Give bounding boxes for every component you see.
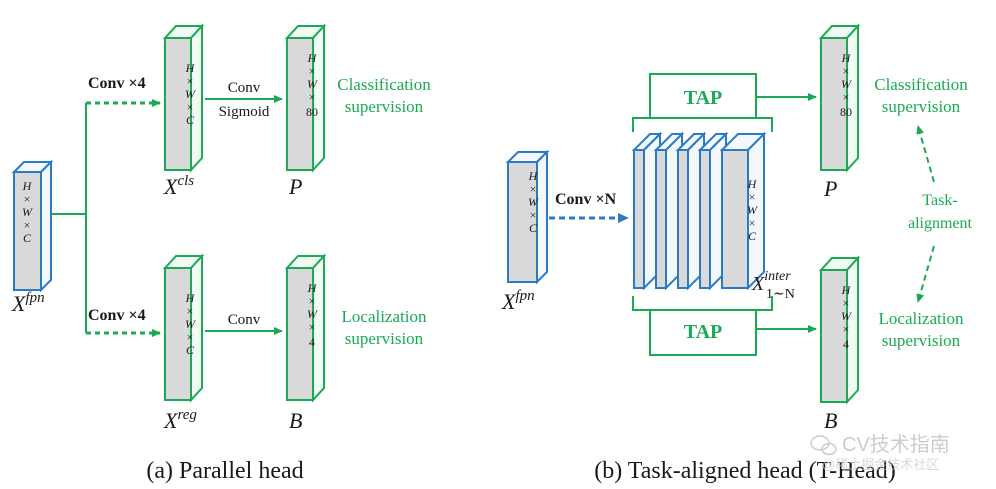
cls-conv-label: Conv: [228, 80, 261, 96]
cls-supervision-label-a: Classification: [337, 75, 431, 94]
conv-n-label: Conv ×N: [555, 191, 617, 208]
p-output-block-a: H × W × 80: [284, 23, 327, 173]
dim-label: W: [841, 77, 852, 91]
cls-feature-block: H × W × C: [162, 23, 205, 173]
dim-label: W: [841, 309, 852, 323]
dim-label: C: [748, 229, 757, 243]
dim-label: ×: [843, 90, 850, 104]
dim-label: ×: [749, 216, 756, 230]
dim-label: W: [185, 317, 196, 331]
dim-label: H: [185, 61, 196, 75]
dim-label: ×: [309, 90, 316, 104]
panel-a: H × W × C Xfpn Conv ×4 Conv ×4 H × W: [11, 23, 431, 484]
p-label-b: P: [823, 176, 837, 201]
reg-feature-label: Xreg: [163, 407, 197, 433]
dim-label: H: [841, 51, 852, 65]
dim-label: H: [528, 169, 539, 183]
cls-supervision-label-a: supervision: [345, 97, 424, 116]
dim-label: C: [23, 231, 32, 245]
reg-conv-label: Conv: [228, 312, 261, 328]
loc-supervision-label-b: Localization: [879, 309, 964, 328]
dim-label: ×: [309, 294, 316, 308]
dim-label: W: [307, 77, 318, 91]
caption-b: (b) Task-aligned head (T-Head): [594, 458, 896, 484]
panel-b: H × W × C Xfpn Conv ×N TAP: [501, 23, 973, 484]
dim-label: ×: [309, 320, 316, 334]
cls-sigmoid-label: Sigmoid: [219, 104, 270, 120]
dim-label: H: [307, 281, 318, 295]
tap-top: TAP: [632, 73, 773, 132]
dim-label: ×: [187, 304, 194, 318]
inter-feature-stack: H × W × C: [631, 131, 767, 291]
dim-label: 4: [843, 337, 849, 351]
fpn-feature-block-b: H × W × C: [505, 149, 550, 285]
dim-label: 4: [309, 335, 315, 349]
task-align-arrow-up: [916, 125, 935, 183]
b-label-b: B: [824, 408, 837, 433]
loc-supervision-label-b: supervision: [882, 331, 961, 350]
tap-top-label: TAP: [684, 87, 723, 109]
dim-label: W: [307, 307, 318, 321]
task-alignment-label: Task-: [922, 192, 957, 209]
cls-supervision-label-b: supervision: [882, 97, 961, 116]
dim-label: ×: [843, 322, 850, 336]
dim-label: ×: [309, 64, 316, 78]
loc-supervision-label-a: supervision: [345, 329, 424, 348]
loc-supervision-label-a: Localization: [342, 307, 427, 326]
cls-supervision-label-b: Classification: [874, 75, 968, 94]
dim-label: H: [747, 177, 758, 191]
dim-label: C: [529, 221, 538, 235]
dim-label: ×: [24, 192, 31, 206]
inter-feature-label: Xinter: [751, 269, 791, 295]
dim-label: ×: [749, 190, 756, 204]
watermark-line2: @稀土掘金技术社区: [822, 457, 939, 472]
task-align-arrow-down: [916, 245, 935, 303]
tap-bottom: TAP: [632, 296, 773, 356]
dim-label: ×: [187, 74, 194, 88]
dim-label: ×: [24, 218, 31, 232]
dim-label: C: [186, 113, 195, 127]
p-label-a: P: [288, 174, 302, 199]
dim-label: ×: [530, 208, 537, 222]
dim-label: W: [22, 205, 33, 219]
dim-label: W: [747, 203, 758, 217]
conv-x4-label-bottom: Conv ×4: [88, 307, 146, 324]
caption-a: (a) Parallel head: [146, 458, 303, 484]
fpn-label-b: Xfpn: [501, 288, 535, 314]
dim-label: 80: [306, 105, 318, 119]
fpn-feature-block-a: H × W × C: [11, 159, 54, 293]
inter-feature-subscript: 1∼N: [766, 287, 795, 302]
watermark: CV技术指南 @稀土掘金技术社区: [810, 433, 950, 472]
dim-label: ×: [187, 330, 194, 344]
fpn-label-a: Xfpn: [11, 290, 45, 316]
conv-x4-label-top: Conv ×4: [88, 75, 146, 92]
watermark-line1: CV技术指南: [842, 433, 950, 456]
dim-label: H: [22, 179, 33, 193]
dim-label: ×: [530, 182, 537, 196]
tap-bottom-label: TAP: [684, 321, 723, 343]
dim-label: ×: [187, 100, 194, 114]
p-output-block-b: H × W × 80: [818, 23, 861, 173]
branch-lines: [51, 99, 161, 337]
dim-label: W: [185, 87, 196, 101]
wechat-icon: [810, 435, 837, 456]
dim-label: ×: [843, 296, 850, 310]
b-output-block-b: H × W × 4: [818, 255, 861, 405]
dim-label: C: [186, 343, 195, 357]
b-label-a: B: [289, 408, 302, 433]
b-output-block-a: H × W × 4: [284, 253, 327, 403]
dim-label: ×: [843, 64, 850, 78]
task-alignment-label: alignment: [908, 215, 973, 232]
reg-feature-block: H × W × C: [162, 253, 205, 403]
dim-label: H: [307, 51, 318, 65]
dim-label: H: [841, 283, 852, 297]
dim-label: W: [528, 195, 539, 209]
dim-label: 80: [840, 105, 852, 119]
cls-feature-label: Xcls: [163, 173, 194, 199]
dim-label: H: [185, 291, 196, 305]
